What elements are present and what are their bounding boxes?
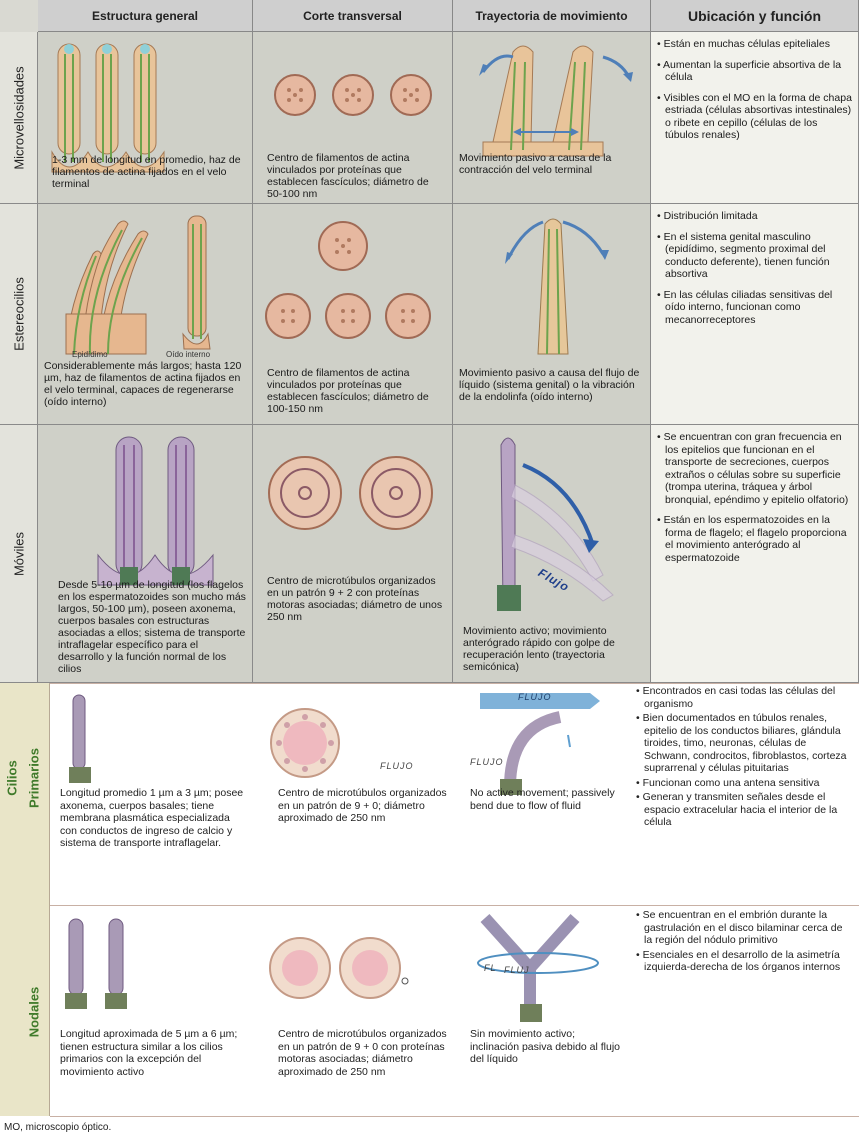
row-label-text: Estereocilios (11, 277, 26, 351)
stereocilia-cross-cell: Centro de filamentos de actina vinculado… (253, 204, 453, 425)
cilia-group-label: Cilios Primarios Nodales (0, 683, 50, 1116)
stereocilia-function-list: Distribución limitada En el sistema geni… (657, 210, 852, 334)
microvilli-movement-caption: Movimiento pasivo a causa de la contracc… (459, 152, 612, 176)
microvilli-cross-section-illustration (274, 74, 432, 116)
motile-movement-illustration (497, 437, 614, 611)
motile-cross-caption: Centro de microtúbulos organizados en un… (267, 575, 443, 623)
divider (50, 1116, 859, 1117)
function-item: Encontrados en casi todas las células de… (636, 685, 851, 710)
motile-cross-section-illustration (268, 456, 433, 530)
row-label-stereocilia: Estereocilios (0, 204, 38, 425)
primary-cilium-illustration (69, 694, 91, 783)
microvilli-cross-caption: Centro de filamentos de actina vinculado… (267, 152, 429, 200)
header-cross-section: Corte transversal (253, 0, 453, 32)
primary-flow-label-side: FLUJO (470, 757, 504, 767)
microvilli-movement-cell: Movimiento pasivo a causa de la contracc… (453, 32, 651, 204)
divider (50, 683, 859, 684)
function-item: Están en muchas células epiteliales (657, 38, 852, 51)
divider (50, 905, 859, 906)
microvilli-movement-illustration (479, 45, 633, 157)
nodal-label-text: Nodales (26, 986, 42, 1038)
primary-movement-caption: No active movement; passively bend due t… (470, 787, 615, 812)
stereocilia-function-cell: Distribución limitada En el sistema geni… (651, 204, 859, 425)
motile-cilia-illustration (97, 436, 214, 586)
nodal-cross-section-illustration (269, 937, 409, 999)
primary-label-text: Primarios (26, 748, 42, 809)
header-structure: Estructura general (38, 0, 253, 32)
function-item: Aumentan la superficie absortiva de la c… (657, 59, 852, 84)
function-item: Bien documentados en túbulos renales, ep… (636, 712, 851, 775)
function-item: Se encuentran con gran frecuencia en los… (657, 431, 852, 506)
function-item: Están en los espermatozoides en la forma… (657, 514, 852, 564)
motile-cross-cell: Centro de microtúbulos organizados en un… (253, 425, 453, 683)
motile-function-cell: Se encuentran con gran frecuencia en los… (651, 425, 859, 683)
function-item: Esenciales en el desarrollo de la asimet… (636, 949, 851, 974)
nodal-movement-illustration (477, 913, 599, 1022)
primary-movement-illustration (480, 693, 600, 795)
microvilli-cross-cell: Centro de filamentos de actina vinculado… (253, 32, 453, 204)
stereocilia-illustration (65, 215, 211, 355)
function-item: Distribución limitada (657, 210, 852, 223)
stereocilia-movement-cell: Movimiento pasivo a causa del flujo de l… (453, 204, 651, 425)
header-function: Ubicación y función (651, 0, 859, 32)
stereocilia-movement-illustration (505, 218, 609, 355)
microvilli-illustration (51, 43, 165, 173)
stereocilia-structure-cell: Epidídimo Oído interno Considerablemente… (38, 204, 253, 425)
microvilli-function-cell: Están en muchas células epiteliales Aume… (651, 32, 859, 204)
stereocilia-cross-caption: Centro de filamentos de actina vinculado… (267, 367, 429, 415)
primary-cross-section-illustration (270, 708, 340, 778)
function-item: Se encuentran en el embrión durante la g… (636, 909, 851, 947)
motile-structure-caption: Desde 5-10 µm de longitud (los flagelos … (58, 579, 246, 675)
stereocilia-structure-caption: Considerablemente más largos; hasta 120 … (44, 360, 242, 408)
row-label-text: Microvellosidades (11, 65, 26, 170)
function-item: Funcionan como una antena sensitiva (636, 777, 851, 790)
function-item: Generan y transmiten señales desde el es… (636, 791, 851, 829)
primary-function-list: Encontrados en casi todas las células de… (636, 685, 851, 831)
nodal-movement-caption: Sin movimiento activo; inclinación pasiv… (470, 1028, 621, 1065)
function-item: En las células ciliadas sensitivas del o… (657, 289, 852, 327)
lower-table: Cilios Primarios Nodales FLUJO FLUJO FLU… (0, 683, 859, 1139)
primary-structure-caption: Longitud promedio 1 µm a 3 µm; posee axo… (60, 787, 244, 849)
function-item: Visibles con el MO en la forma de chapa … (657, 92, 852, 142)
row-label-text: Móviles (11, 531, 26, 576)
primary-flow-label: FLUJO (380, 761, 414, 771)
stereocilia-cross-section-illustration (265, 221, 431, 339)
header-movement: Trayectoria de movimiento (453, 0, 651, 32)
motile-movement-cell: Flujo Movimiento activo; movimiento ante… (453, 425, 651, 683)
motile-function-list: Se encuentran con gran frecuencia en los… (657, 431, 852, 572)
stereocilia-label-epididymis: Epidídimo (72, 350, 108, 359)
motile-movement-caption: Movimiento activo; movimiento anterógrad… (463, 625, 615, 673)
stereocilia-label-inner-ear: Oído interno (166, 350, 211, 359)
microvilli-structure-caption: 1-3 mm de longitud en promedio, haz de f… (52, 154, 241, 190)
nodal-flow-label-right: FLUJ (504, 965, 530, 975)
primary-cross-caption: Centro de microtúbulos organizados en un… (278, 787, 447, 824)
stereocilia-movement-caption: Movimiento pasivo a causa del flujo de l… (459, 367, 640, 403)
microvilli-function-list: Están en muchas células epiteliales Aume… (657, 38, 852, 150)
nodal-structure-caption: Longitud aproximada de 5 µm a 6 µm; tien… (60, 1028, 238, 1078)
motile-structure-cell: Desde 5-10 µm de longitud (los flagelos … (38, 425, 253, 683)
row-label-motile: Móviles (0, 425, 38, 683)
nodal-flow-label-left: FL (484, 963, 497, 973)
primary-flow-label-top: FLUJO (518, 692, 552, 702)
row-label-microvilli: Microvellosidades (0, 32, 38, 204)
nodal-function-list: Se encuentran en el embrión durante la g… (636, 909, 851, 976)
nodal-cilium-illustration (65, 918, 127, 1009)
microvilli-structure-cell: 1-3 mm de longitud en promedio, haz de f… (38, 32, 253, 204)
cilia-label-text: Cilios (4, 760, 20, 796)
upper-table: Estructura general Corte transversal Tra… (0, 0, 859, 683)
footnote: MO, microscopio óptico. (4, 1122, 112, 1133)
function-item: En el sistema genital masculino (epidídi… (657, 231, 852, 281)
nodal-cross-caption: Centro de microtúbulos organizados en un… (278, 1028, 447, 1078)
